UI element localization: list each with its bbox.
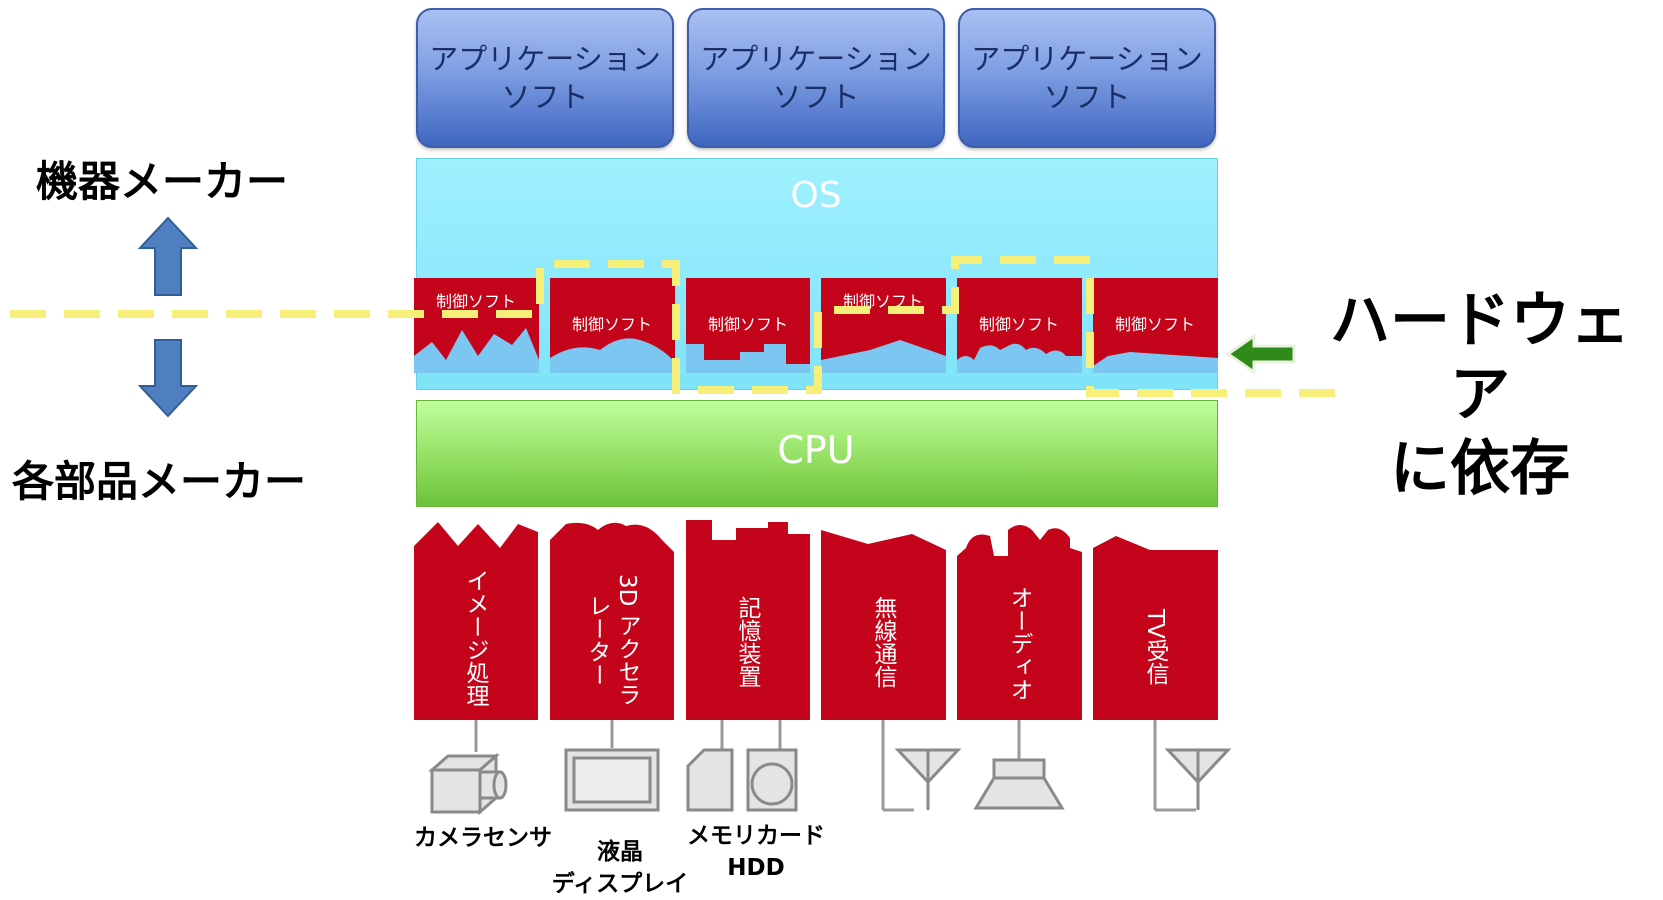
cpu-label: CPU: [777, 428, 855, 472]
antenna-icon: [1164, 748, 1232, 810]
device-chip-6: [1093, 536, 1218, 720]
speaker-icon: [973, 758, 1065, 810]
device-chip-label: 3D アクセラ レーター: [584, 574, 640, 706]
device-chip-1: [414, 522, 538, 720]
control-software-6: 制御ソフト: [1093, 278, 1218, 373]
control-software-label: 制御ソフト: [572, 315, 652, 334]
app-software-label-line2: ソフト: [772, 80, 860, 114]
control-software-1: 制御ソフト: [414, 278, 539, 373]
hdd-icon: [746, 748, 798, 812]
control-software-4: 制御ソフト: [821, 278, 946, 373]
app-software-label-line1: アプリケーション: [429, 42, 661, 76]
hardware-label-lcd-display: 液晶 ディスプレイ: [551, 839, 689, 897]
device-chip-label: オーディオ: [1006, 585, 1032, 701]
app-software-label-line1: アプリケーション: [971, 42, 1203, 76]
device-chip-label: TV受信: [1142, 609, 1168, 685]
os-layer: [416, 158, 1218, 390]
control-software-label: 制御ソフト: [979, 315, 1059, 334]
hardware-label-camera-sensor: カメラセンサ: [414, 825, 552, 851]
control-software-3: 制御ソフト: [686, 278, 810, 373]
control-software-5: 制御ソフト: [957, 278, 1082, 373]
cpu-layer: [416, 400, 1218, 507]
left-arrow-icon: [1225, 333, 1296, 375]
device-chip-2: [550, 522, 674, 720]
memory-card-icon: [686, 748, 734, 812]
device-chip-5: [957, 525, 1082, 720]
component-maker-label: 各部品メーカー: [12, 457, 307, 506]
display-icon: [564, 748, 660, 812]
app-software-box-2: アプリケーション ソフト: [687, 8, 945, 148]
control-software-label: 制御ソフト: [436, 292, 516, 311]
control-software-label: 制御ソフト: [1115, 315, 1195, 334]
down-arrow-icon: [137, 339, 199, 418]
device-chip-3: [686, 520, 810, 720]
hardware-label-memory-card-hdd: メモリカード HDD: [687, 823, 825, 881]
connector-lines: [474, 720, 1196, 812]
device-chip-4: [821, 530, 946, 720]
os-label: OS: [790, 175, 842, 216]
device-chip-label: 記憶装置: [734, 596, 760, 688]
app-software-label-line2: ソフト: [1043, 80, 1131, 114]
device-chip-label: イメージ処理: [462, 569, 488, 707]
app-software-box-1: アプリケーション ソフト: [416, 8, 674, 148]
antenna-icon: [894, 748, 962, 810]
control-software-2: 制御ソフト: [550, 278, 675, 373]
hardware-dependency-boundary: [10, 256, 1345, 397]
app-software-label-line2: ソフト: [501, 80, 589, 114]
control-software-label: 制御ソフト: [708, 315, 788, 334]
device-chip-label: 無線通信: [870, 596, 896, 688]
app-software-label-line1: アプリケーション: [700, 42, 932, 76]
camera-icon: [428, 752, 508, 816]
equipment-maker-label: 機器メーカー: [36, 157, 289, 206]
up-arrow-icon: [137, 216, 199, 296]
app-software-box-3: アプリケーション ソフト: [958, 8, 1216, 148]
hardware-dependent-label: ハードウェア に依存: [1330, 286, 1630, 504]
